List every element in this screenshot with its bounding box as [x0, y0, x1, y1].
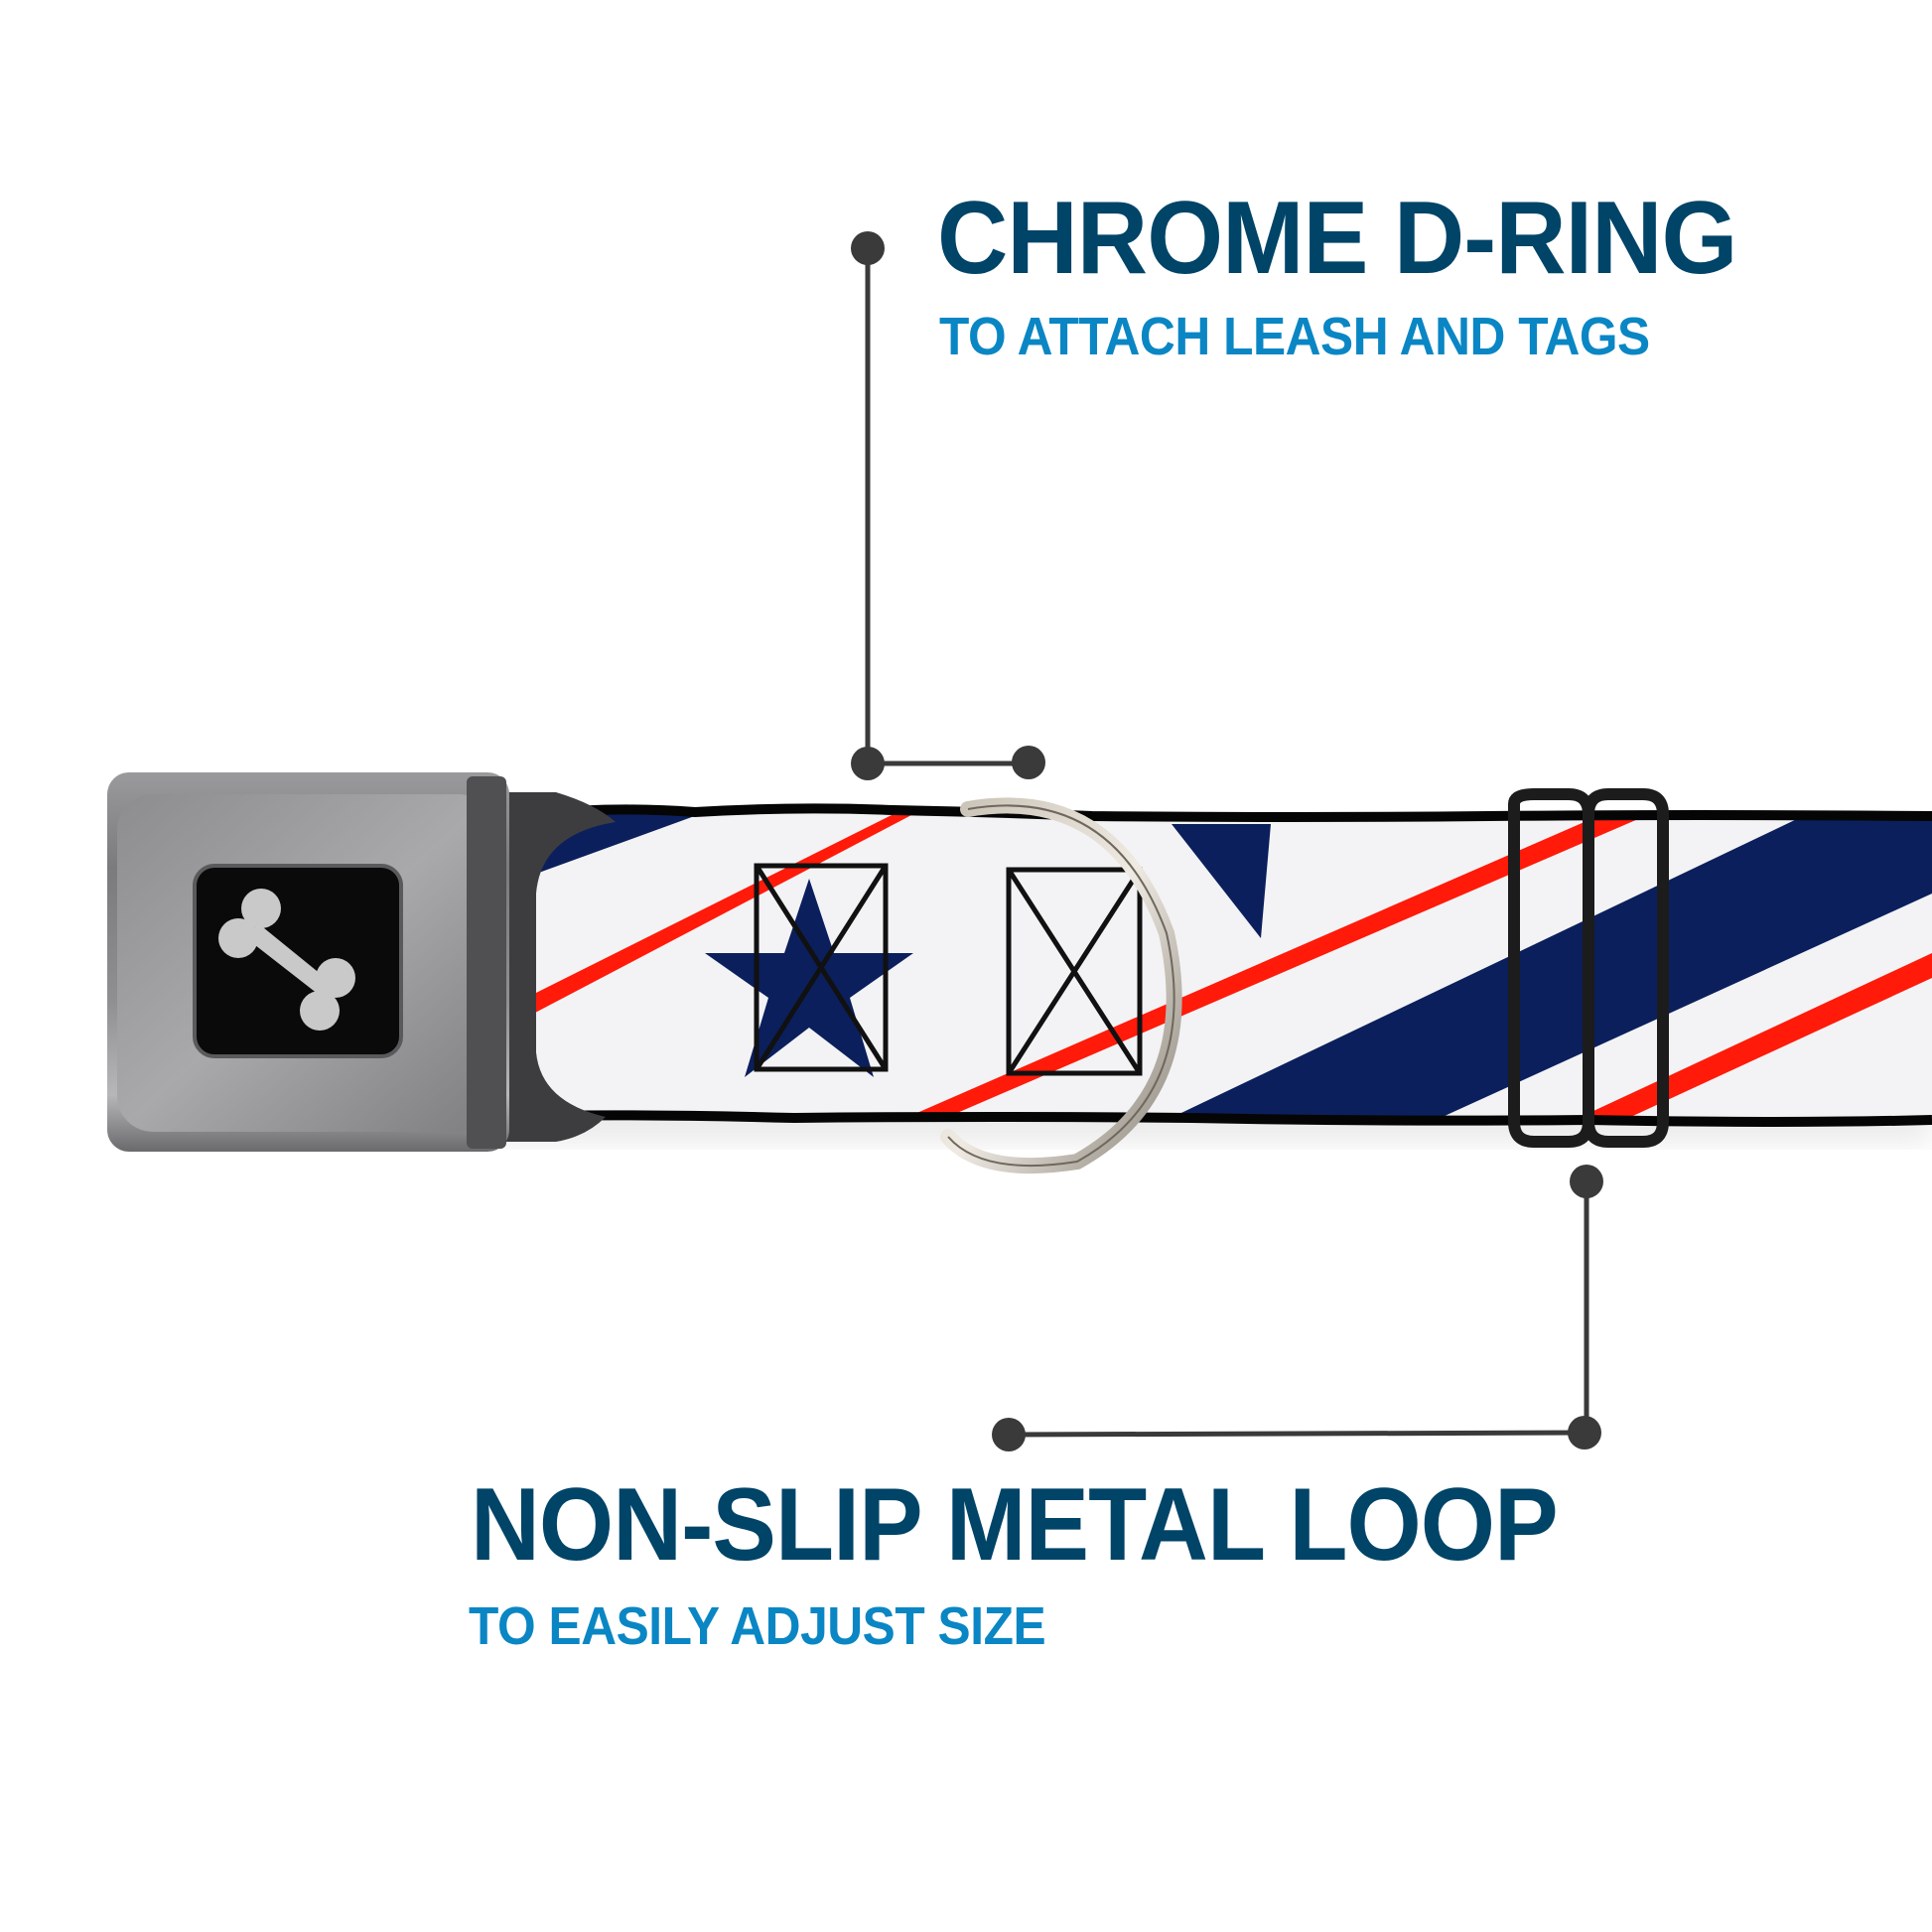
d-ring: [940, 797, 1182, 1174]
d-ring-subtitle: TO ATTACH LEASH AND TAGS: [939, 307, 1650, 366]
d-ring-connector: [851, 231, 1045, 780]
bone-icon: [218, 889, 355, 1031]
loop-connector: [992, 1165, 1603, 1451]
collar-strap: [536, 808, 1932, 1122]
loop-subtitle: TO EASILY ADJUST SIZE: [469, 1596, 1046, 1656]
slide-loop: [1508, 788, 1669, 1148]
buckle-tongue: [501, 792, 616, 1142]
seatbelt-buckle: [107, 772, 509, 1152]
loop-title: NON-SLIP METAL LOOP: [471, 1467, 1559, 1583]
d-ring-title: CHROME D-RING: [937, 181, 1737, 296]
